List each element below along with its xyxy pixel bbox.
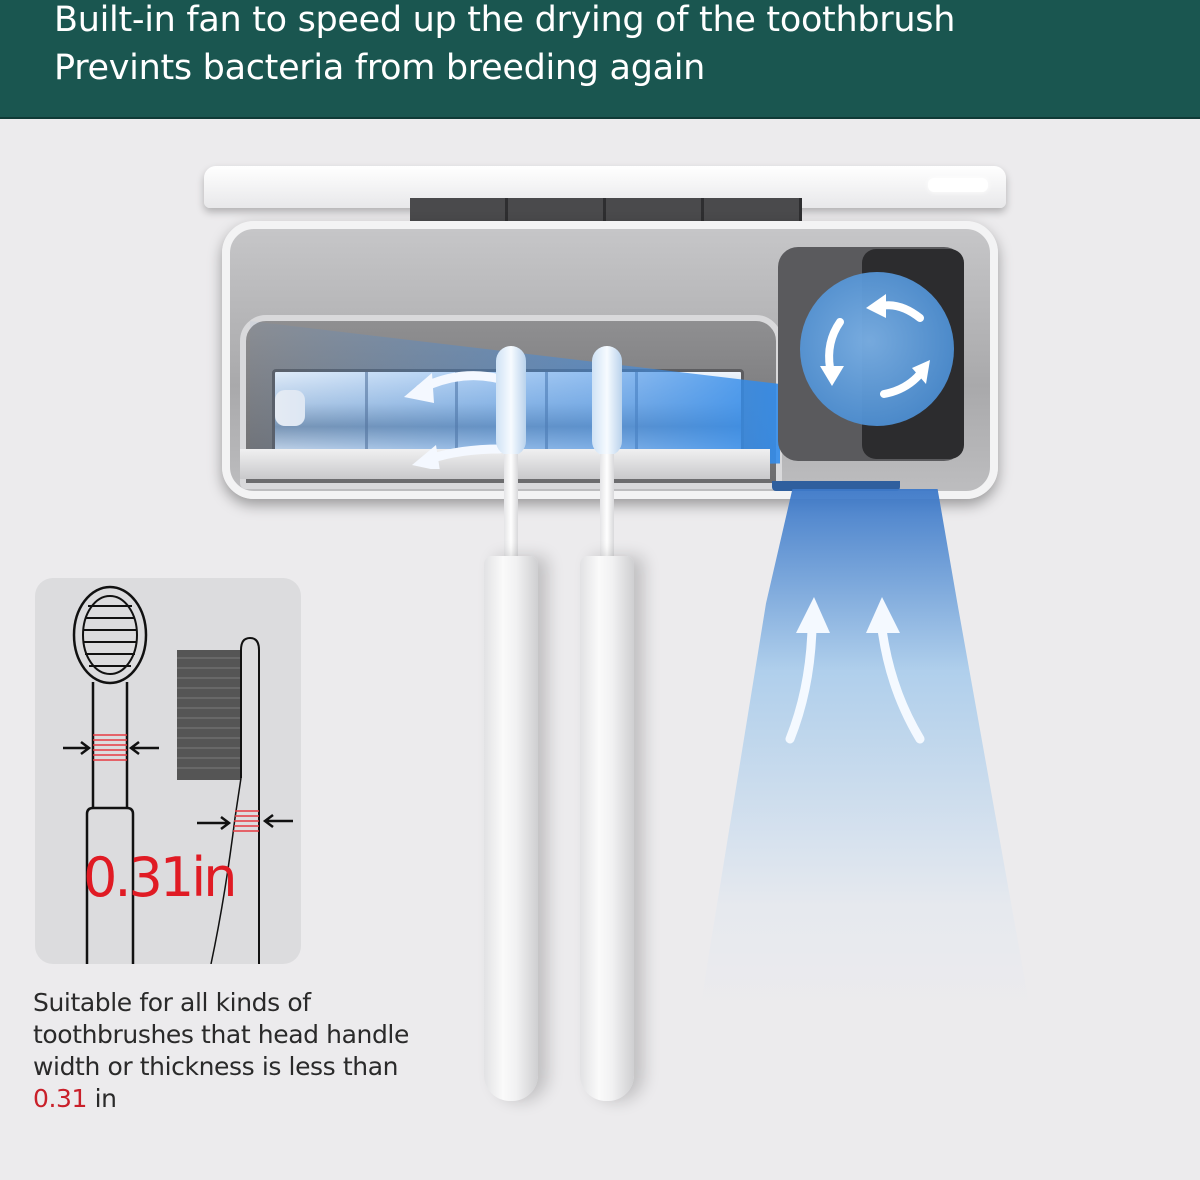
- airflow-left-arrows-icon: [404, 371, 505, 469]
- toothbrush-left: [484, 346, 538, 1101]
- airflow-stream: [700, 489, 1030, 1009]
- highlighted-measurement: 0.31: [33, 1084, 88, 1113]
- header-banner: Built-in fan to speed up the drying of t…: [0, 0, 1200, 119]
- compatibility-caption: Suitable for all kinds of toothbrushes t…: [33, 988, 409, 1113]
- air-vent: [772, 481, 900, 491]
- toothbrush-right: [580, 346, 634, 1101]
- lid-indicator-light: [928, 178, 988, 192]
- headline-line-2: Prevints bacteria from breeding again: [54, 48, 706, 88]
- product-scene: 0.31in Suitable for all kinds of toothbr…: [0, 119, 1200, 1180]
- toothbrush-outline-diagram: [63, 585, 293, 964]
- fan-rotation-arrows-icon: [820, 294, 930, 398]
- size-diagram-card: 0.31in: [35, 578, 301, 964]
- measurement-label: 0.31in: [83, 846, 237, 909]
- headline-line-1: Built-in fan to speed up the drying of t…: [54, 0, 956, 40]
- airflow-up-arrows-icon: [785, 597, 925, 744]
